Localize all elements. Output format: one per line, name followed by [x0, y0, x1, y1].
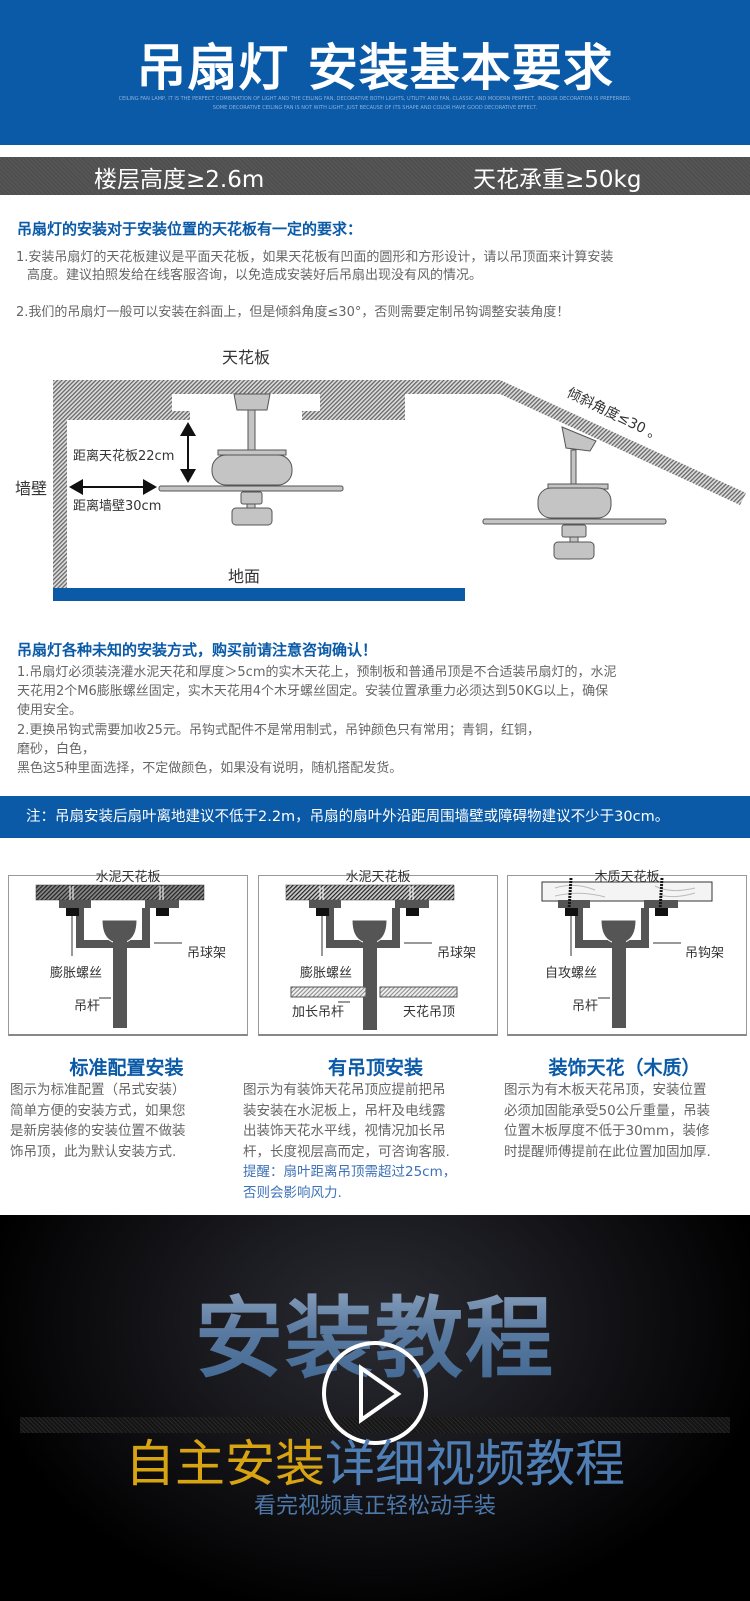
page-title: 吊扇灯 安装基本要求 — [136, 39, 614, 97]
method-description: 图示为标准配置（吊式安装） 简单方便的安装方式，如果您 是新房装修的安装位置不做… — [10, 1080, 186, 1162]
desc-line: 位置木板厚度不低于30mm，装修 — [504, 1123, 710, 1139]
headline-yellow: 自主安装 — [125, 1435, 325, 1493]
method-description: 图示为有装饰天花吊顶应提前把吊 装安装在水泥板上，吊杆及电线露 出装饰天花水平线… — [243, 1080, 456, 1203]
screw-label: 自攻螺丝 — [545, 966, 598, 981]
down-rod — [113, 938, 127, 1028]
desc-line: 杆，长度视层高而定，可咨询客服. — [243, 1143, 450, 1160]
rod-label: 加长吊杆 — [292, 1005, 345, 1020]
method-diagram-false-ceiling — [258, 875, 498, 1036]
concrete-ceiling — [35, 884, 205, 901]
ceiling-structure — [53, 380, 746, 600]
bracket-label: 吊球架 — [437, 946, 477, 961]
bolt — [316, 908, 329, 916]
paragraph: 磨砂，白色， — [17, 742, 96, 757]
paragraph: 天花用2个M6膨胀螺丝固定，实木天花用4个木牙螺丝固定。安装位置承重力必须达到5… — [17, 684, 609, 699]
rod-label: 吊杆 — [572, 999, 599, 1014]
paragraph: 1.吊扇灯必须装浇灌水泥天花和厚度＞5cm的实木天花上，预制板和普通吊顶是不合适… — [17, 665, 617, 680]
header-subtitle: SOME DECORATIVE CEILING FAN IS NOT WITH … — [212, 105, 538, 111]
label-floor: 地面 — [228, 567, 260, 586]
notice-bar: 注：吊扇安装后扇叶离地建议不低于2.2m，吊扇的扇叶外沿距周围墙壁或障碍物建议不… — [0, 796, 750, 838]
paragraph: 高度。建议拍照发给在线客服咨询，以免造成安装好后吊扇出现没有风的情况。 — [27, 268, 483, 283]
paragraph: 2.我们的吊扇灯一般可以安装在斜面上，但是倾斜角度≤30°，否则需要定制吊钩调整… — [16, 305, 570, 320]
screw-label: 膨胀螺丝 — [50, 966, 103, 981]
bracket-label: 吊钩架 — [685, 946, 725, 961]
desc-line: 是新房装修的安装位置不做装 — [10, 1123, 186, 1139]
paragraph: 黑色这5种里面选择，不定做颜色，如果没有说明，随机搭配发货。 — [17, 761, 403, 776]
spec-floor-height: 楼层高度≥2.6m — [94, 167, 265, 193]
desc-line: 图示为有装饰天花吊顶应提前把吊 — [243, 1082, 446, 1098]
desc-line: 图示为标准配置（吊式安装） — [10, 1082, 186, 1098]
mounting-diagram — [35, 884, 205, 1028]
bolt — [66, 908, 79, 916]
header-subtitle: CEILING FAN LAMP, IT IS THE PERFECT COMB… — [118, 96, 632, 102]
method-title: 标准配置安装 — [69, 1057, 184, 1079]
mounting-diagram — [285, 884, 458, 1030]
label-wall: 墙壁 — [15, 479, 47, 498]
video-subtitle: 看完视频真正轻松动手装 — [253, 1494, 496, 1519]
reminder-line: 否则会影响风力. — [243, 1184, 342, 1201]
false-ceiling — [290, 986, 367, 998]
paragraph: 使用安全。 — [17, 703, 83, 718]
desc-line: 时提醒师傅提前在此位置加固加厚. — [504, 1143, 711, 1160]
concrete-ceiling — [285, 884, 455, 901]
headline-blue: 详细视频教程 — [325, 1435, 625, 1493]
method-title: 有吊顶安装 — [327, 1057, 423, 1079]
section-heading: 吊扇灯各种未知的安装方式，购买前请注意咨询确认！ — [17, 641, 378, 659]
bolt — [565, 908, 578, 916]
paragraph: 1.安装吊扇灯的天花板建议是平面天花板，如果天花板有凹面的圆形和方形设计，请以吊… — [16, 250, 614, 265]
down-rod — [612, 938, 626, 1028]
reminder-line: 提醒：扇叶距离吊顶需超过25cm， — [243, 1164, 457, 1180]
play-icon[interactable] — [318, 1338, 432, 1448]
label-dist-ceiling: 距离天花板22cm — [73, 448, 174, 464]
spec-ceiling-load: 天花承重≥50kg — [473, 167, 642, 193]
ceiling-fan-icon — [158, 393, 344, 526]
desc-line: 出装饰天花水平线，视情况加长吊 — [243, 1123, 446, 1139]
paragraph: 2.更换吊钩式需要加收25元。吊钩式配件不是常用制式，吊钟颜色只有常用；青铜，红… — [17, 723, 540, 738]
floor-bar — [53, 588, 465, 601]
desc-line: 图示为有木板天花吊顶，安装位置 — [504, 1082, 707, 1098]
header-banner: 吊扇灯 安装基本要求 CEILING FAN LAMP, IT IS THE P… — [0, 0, 750, 145]
decorative-stripe — [20, 1417, 730, 1433]
label-ceiling: 天花板 — [222, 348, 270, 367]
desc-line: 必须加固能承受50公斤重量，吊装 — [504, 1102, 711, 1119]
sloped-ceiling-fan-icon — [482, 426, 667, 560]
desc-line: 简单方便的安装方式，如果您 — [10, 1102, 186, 1119]
ceiling-label: 水泥天花板 — [345, 870, 411, 885]
ceiling-label: 水泥天花板 — [95, 870, 161, 885]
desc-line: 装安装在水泥板上，吊杆及电线露 — [243, 1102, 446, 1119]
mounting-diagram — [541, 877, 713, 1028]
label-dist-wall: 距离墙壁30cm — [73, 498, 161, 514]
method-diagram-wood — [507, 875, 747, 1036]
false-ceiling-label: 天花吊顶 — [403, 1005, 456, 1020]
method-description: 图示为有木板天花吊顶，安装位置 必须加固能承受50公斤重量，吊装 位置木板厚度不… — [504, 1080, 711, 1162]
method-diagram-standard — [8, 875, 248, 1036]
method-title: 装饰天花（木质） — [548, 1057, 701, 1079]
screw-label: 膨胀螺丝 — [300, 966, 353, 981]
section-heading: 吊扇灯的安装对于安装位置的天花板有一定的要求： — [17, 220, 363, 238]
desc-line: 饰吊顶，此为默认安装方式. — [10, 1143, 177, 1160]
bracket-label: 吊球架 — [187, 946, 227, 961]
spec-band: 楼层高度≥2.6m 天花承重≥50kg — [0, 157, 750, 195]
down-rod — [363, 938, 377, 1030]
ceiling-label: 木质天花板 — [594, 870, 660, 885]
rod-label: 吊杆 — [74, 999, 101, 1014]
video-headline: 自主安装详细视频教程 — [0, 1424, 750, 1496]
video-big-title: 安装教程 — [0, 1268, 750, 1395]
